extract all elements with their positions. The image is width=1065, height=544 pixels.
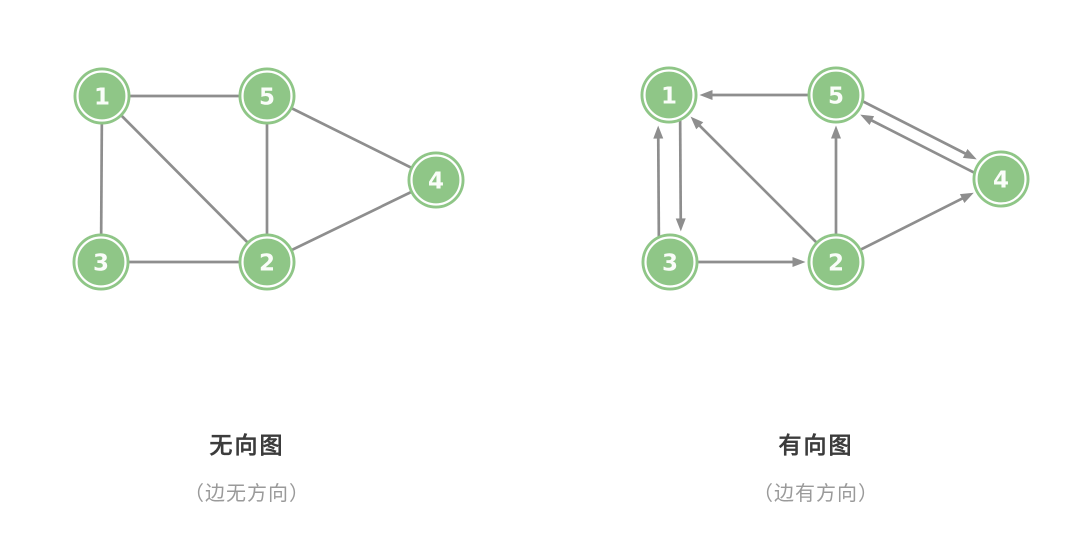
undirected-node-5: 5	[238, 67, 296, 125]
directed-node-2: 2	[807, 233, 865, 291]
node-label: 4	[428, 168, 444, 194]
directed-node-3: 3	[641, 233, 699, 291]
directed-graph-title: 有向图	[778, 433, 854, 459]
undirected-edge-2-4	[266, 178, 437, 264]
node-label: 1	[661, 83, 677, 109]
node-label: 2	[259, 250, 275, 276]
directed-node-1: 1	[640, 66, 698, 124]
undirected-node-4: 4	[407, 151, 465, 209]
directed-graph: 1 5 4 3 2	[640, 66, 1030, 291]
directed-edge-2-1	[690, 116, 837, 263]
node-label: 3	[93, 250, 109, 276]
node-label: 1	[94, 84, 110, 110]
node-label: 4	[993, 167, 1009, 193]
undirected-graph-title: 无向图	[209, 433, 285, 459]
arrowhead-icon	[860, 114, 875, 125]
arrowhead-icon	[831, 125, 841, 139]
arrowhead-icon	[653, 125, 664, 139]
undirected-node-1: 1	[73, 67, 131, 125]
directed-graph-subtitle: （边有方向）	[753, 481, 879, 505]
arrowhead-icon	[962, 149, 977, 160]
node-label: 3	[662, 250, 678, 276]
arrowhead-icon	[675, 218, 686, 232]
arrowhead-icon	[959, 192, 974, 204]
directed-node-4: 4	[972, 150, 1030, 208]
node-label: 2	[828, 250, 844, 276]
undirected-edge-5-4	[266, 94, 437, 182]
arrowhead-icon	[699, 90, 713, 100]
undirected-edge-1-2	[101, 95, 268, 263]
node-label: 5	[828, 83, 844, 109]
directed-node-5: 5	[807, 66, 865, 124]
undirected-node-2: 2	[238, 233, 296, 291]
arrowhead-icon	[690, 116, 704, 130]
arrowhead-icon	[792, 257, 806, 267]
node-label: 5	[259, 84, 275, 110]
undirected-graph-subtitle: （边无方向）	[184, 481, 310, 505]
undirected-graph: 1 5 4 3 2	[72, 67, 465, 291]
undirected-node-3: 3	[72, 233, 130, 291]
